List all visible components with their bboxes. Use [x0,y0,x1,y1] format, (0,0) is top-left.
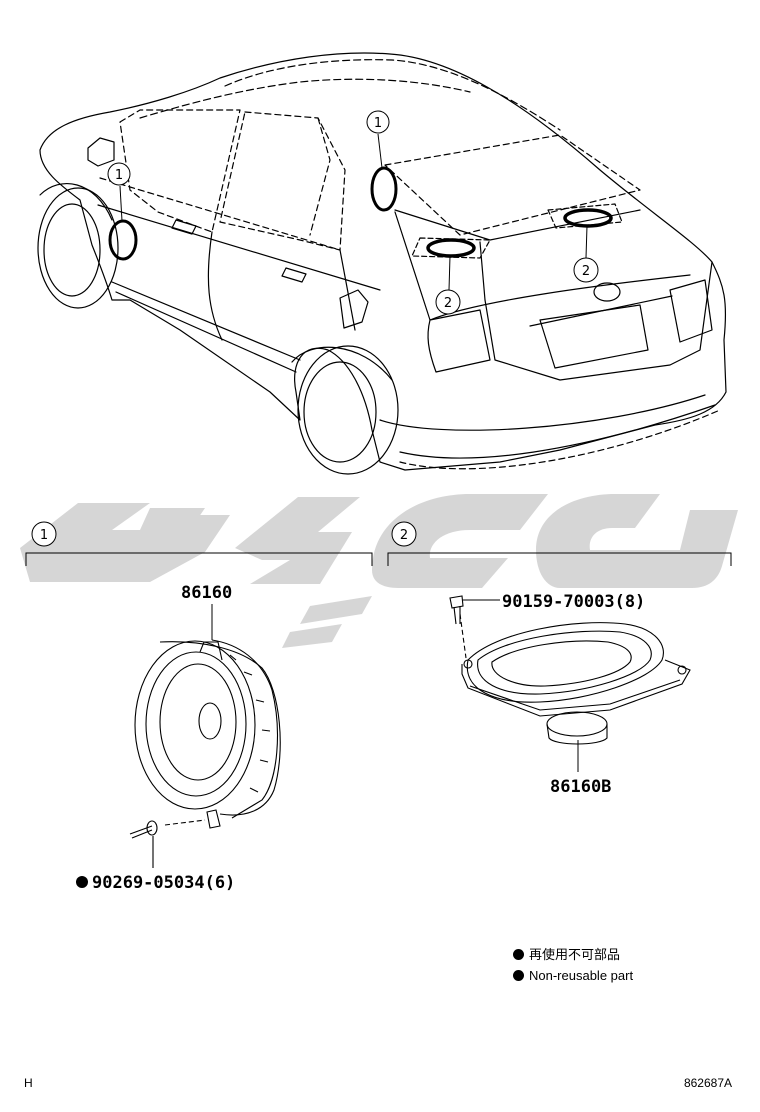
non-reusable-marker-icon [76,876,88,888]
part-number-90159-70003: 90159-70003(8) [502,592,645,612]
car-illustration [37,52,727,475]
shelf-speaker-location-right [563,208,613,228]
non-reusable-marker-icon [513,970,524,981]
front-door-handle [171,219,197,235]
part-number-86160: 86160 [181,583,232,603]
svg-text:2: 2 [582,264,590,279]
section-2-header: 2 [387,521,732,566]
rear-wheel [291,345,399,475]
svg-text:2: 2 [444,296,452,311]
tail-lamp-left [427,309,491,373]
callout-2-right: 2 [573,257,599,283]
svg-text:2: 2 [400,528,408,543]
rear-window [219,111,346,251]
footer-left-code: H [24,1076,33,1090]
rear-speaker-screw-drawing [449,595,500,625]
callout-2-left: 2 [435,289,461,315]
fuel-lid [339,289,369,329]
legend-english: Non-reusable part [513,967,633,985]
section-1-header: 1 [25,521,373,566]
watermark-logo [20,494,738,648]
license-plate [539,304,649,369]
non-reusable-marker-icon [513,949,524,960]
shelf-speaker-location-left [426,238,476,258]
rear-door-speaker-location [370,166,398,212]
part-number-90269-05034: 90269-05034(6) [92,873,235,893]
svg-text:1: 1 [374,116,382,131]
front-speaker-drawing [134,639,281,829]
part-number-86160B: 86160B [550,777,611,797]
svg-text:1: 1 [115,168,123,183]
rear-emblem [593,282,621,302]
speaker-locations [108,133,613,291]
car-body-outline [39,52,727,471]
svg-text:1: 1 [40,528,48,543]
front-wheel [37,182,119,309]
rear-speaker-drawing [459,613,691,745]
front-window [119,109,241,233]
front-door-speaker-location [108,219,138,261]
callout-1-rear: 1 [366,110,390,134]
front-speaker-rivet-drawing [129,820,158,868]
tail-lamp-right [669,279,713,343]
rear-door-handle [281,267,307,283]
callout-1-front: 1 [107,162,131,186]
side-mirror [87,137,115,167]
illustration-code: 862687A [683,1076,732,1090]
legend-japanese: 再使用不可部品 [513,947,620,965]
